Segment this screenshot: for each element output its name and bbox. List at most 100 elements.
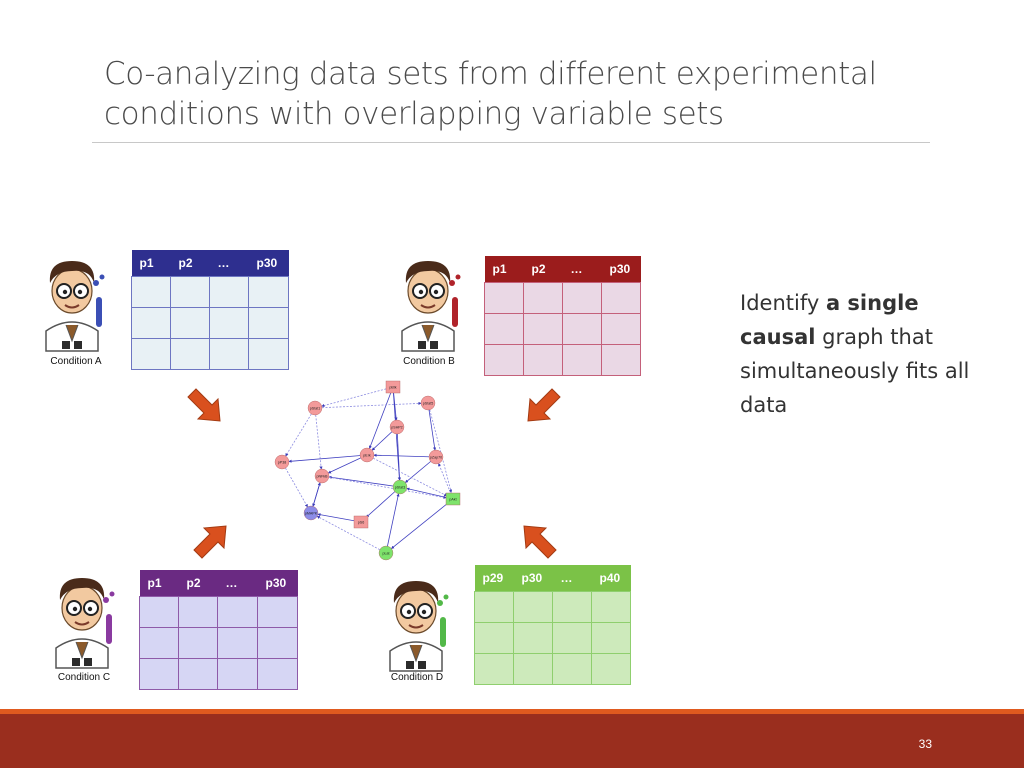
table-cell [591,591,631,623]
network-node-label: pSHP2 [391,426,402,430]
title-line-2: conditions with overlapping variable set… [104,96,724,132]
arrow-icon-b [527,388,561,422]
table-cell [170,276,210,308]
network-node-label: pMAPK [305,512,318,516]
table-cell [209,307,249,339]
table-row [139,658,298,690]
table-header-row: p29 p30 … p40 [474,565,631,592]
table-cell [591,622,631,654]
table-cell [601,313,641,345]
table-cell [562,344,602,376]
table-cell [484,344,524,376]
table-row [139,596,298,628]
table-cell [131,307,171,339]
table-cell [139,596,179,628]
page-number: 33 [918,737,932,751]
table-cell [178,627,218,659]
table-cell [484,282,524,314]
network-node-label: pAkt [449,498,456,502]
network-node: pMAPK [303,505,319,521]
network-edge [368,386,394,449]
table-cell [131,338,171,370]
network-edge [373,453,437,458]
table-cell [170,307,210,339]
table-cell [552,653,592,685]
table-cell [248,276,289,308]
network-node-label: pNFkB [317,475,329,479]
side-note: Identify a single causal graph that simu… [740,286,980,422]
network-node-label: pErk [363,454,371,458]
column-header: … [209,250,249,277]
table-cell [562,282,602,314]
table-cell [257,658,298,690]
table-cell [217,627,258,659]
network-edge [321,386,394,408]
table-cell [170,338,210,370]
network-node: pBtk [385,380,401,394]
network-node: pStat1 [307,400,323,416]
network-edge [365,486,401,518]
table-cell [474,653,514,685]
table-row [484,313,641,345]
network-node: pZap70 [428,449,444,465]
column-header: p29 [474,565,514,592]
network-edge [385,493,400,554]
table-row [474,622,631,654]
table-cell [484,313,524,345]
table-cell [513,653,553,685]
network-node-label: pZap70 [430,456,442,460]
network-node: pErk [359,447,375,463]
table-cell [131,276,171,308]
scientist-icon-d [389,581,449,672]
network-node: pStat3 [392,479,408,495]
table-header-row: p1 p2 … p30 [131,250,289,277]
table-cell [601,344,641,376]
title-divider [92,142,930,143]
table-row [139,627,298,659]
scientist-icon-c [55,578,115,669]
table-row [131,338,289,370]
arrow-icon-a [187,388,221,422]
network-node: pP38 [274,454,290,470]
table-cell [591,653,631,685]
table-row [131,276,289,308]
column-header: p30 [513,565,553,592]
network-edge [316,515,387,554]
column-header: p2 [523,256,563,283]
table-cell [513,622,553,654]
network-edge [366,454,448,497]
table-row [131,307,289,339]
table-cell [248,338,289,370]
table-cell [257,627,298,659]
table-row [484,344,641,376]
network-node: pLat [378,545,394,561]
side-note-bold: a single causal [740,291,919,349]
network-edge [281,461,308,508]
data-table-b: p1 p2 … p30 [484,256,641,376]
causal-network-graph: pStat1 pBtk pStat5 pSHP2 pZap70 pP38 pErk pNFkB… [274,380,461,561]
table-cell [209,338,249,370]
column-header: … [562,256,602,283]
column-header: p30 [257,570,298,597]
table-cell [178,596,218,628]
network-edge [391,498,454,549]
table-cell [139,658,179,690]
column-header: p1 [484,256,524,283]
table-cell [209,276,249,308]
side-note-part2: graph that simultaneously fits all data [740,325,970,417]
network-node: pS6 [353,515,369,529]
condition-label-d: Condition D [390,672,444,683]
table-cell [523,313,563,345]
footer-accent-line [0,709,1024,714]
data-table-d: p29 p30 … p40 [474,565,631,685]
condition-label-a: Condition A [50,356,102,367]
table-header-row: p1 p2 … p30 [484,256,641,283]
network-node: pStat5 [420,395,436,411]
data-table-c: p1 p2 … p30 [139,570,298,690]
table-cell [552,622,592,654]
network-node-label: pStat5 [423,402,433,406]
network-node-label: pBtk [389,386,396,390]
scientist-icon-a [45,261,105,352]
network-node-label: pStat1 [310,407,320,411]
table-cell [217,658,258,690]
